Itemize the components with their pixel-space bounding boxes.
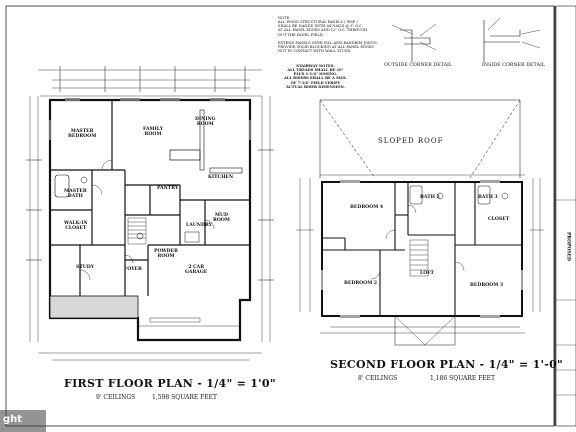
room-powder-room: POWDER ROOM — [154, 249, 178, 259]
corner-details — [391, 17, 541, 62]
room-bedroom-4: BEDROOM 4 — [350, 205, 384, 210]
second-floor-plan-title: SECOND FLOOR PLAN - 1/4" = 1'-0" — [330, 358, 564, 371]
stairway-notes: STAIRWAY NOTES: ALL TREADS SHALL BE 10" … — [284, 64, 347, 89]
inside-corner-detail-label: INSIDE CORNER DETAIL — [482, 63, 546, 68]
room-dining-room: DINING ROOM — [195, 117, 216, 127]
room-bedroom-2: BEDROOM 2 — [344, 281, 378, 286]
watermark-badge: ght — [0, 410, 46, 432]
second-floor-ceilings: 8' CEILINGS — [358, 375, 398, 382]
room-closet: CLOSET — [488, 217, 510, 222]
room-loft: LOFT — [420, 271, 434, 276]
room-bath-3: BATH 3 — [478, 195, 498, 200]
room-study: STUDY — [76, 265, 95, 270]
first-floor-plan-title: FIRST FLOOR PLAN - 1/4" = 1'0" — [64, 377, 276, 390]
wsp-nailing-notes: NOTE: ALL WOOD STRUCTURAL PANELS ( WSP )… — [278, 16, 378, 53]
first-floor-ceilings: 9' CEILINGS — [96, 394, 136, 401]
first-floor-plan — [26, 66, 274, 361]
room-mud-room: MUD ROOM — [213, 213, 230, 223]
second-floor-area: 1,186 SQUARE FEET — [430, 375, 496, 382]
room-pantry: PANTRY — [157, 186, 179, 191]
room-foyer: FOYER — [124, 267, 142, 272]
room-garage: 2 CAR GARAGE — [185, 265, 208, 275]
room-bath-2: BATH 2 — [420, 195, 440, 200]
room-bedroom-3: BEDROOM 3 — [470, 283, 504, 288]
first-floor-area: 1,598 SQUARE FEET — [152, 394, 218, 401]
room-master-bath: MASTER BATH — [64, 189, 87, 199]
outside-corner-detail-label: OUTSIDE CORNER DETAIL — [384, 63, 453, 68]
room-master-bedroom: MASTER BEDROOM — [68, 129, 97, 139]
room-kitchen: KITCHEN — [208, 175, 234, 180]
second-floor-plan — [296, 99, 544, 346]
sloped-roof-label: SLOPED ROOF — [378, 137, 444, 145]
title-strip-proposed: PROPOSED — [565, 232, 571, 261]
room-family-room: FAMILY ROOM — [143, 127, 164, 137]
room-laundry: LAUNDRY — [186, 223, 212, 228]
room-walk-in-closet: WALK-IN CLOSET — [64, 221, 88, 231]
